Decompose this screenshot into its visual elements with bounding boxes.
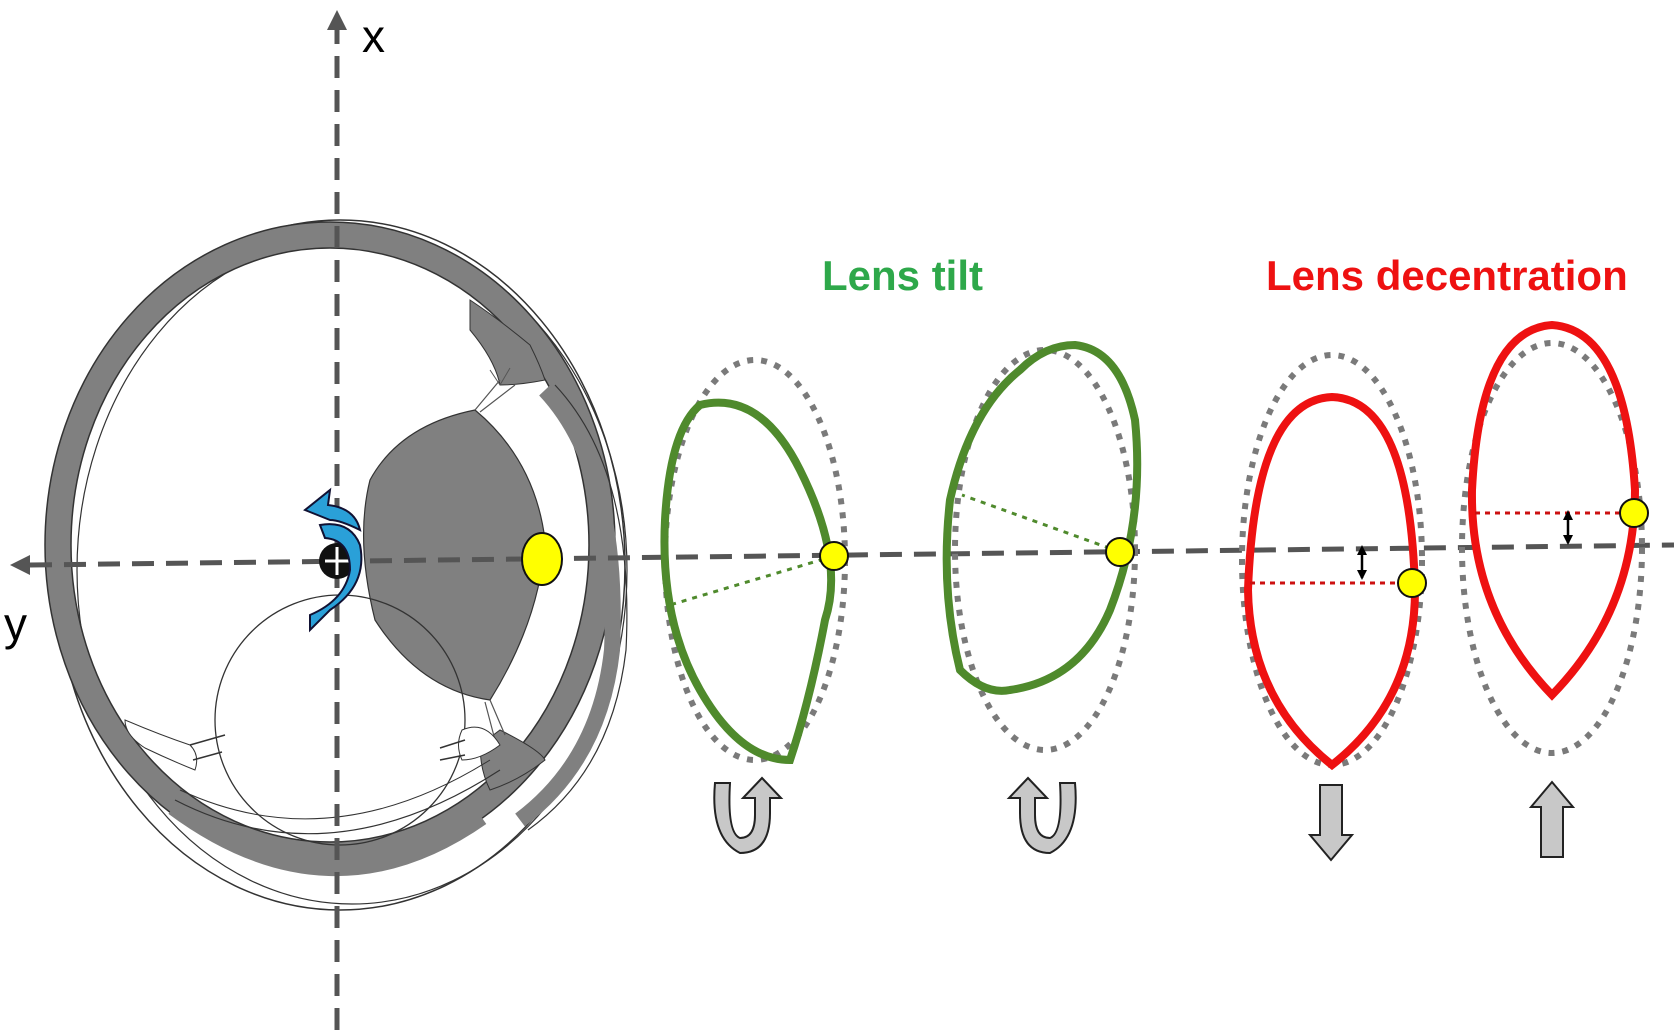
y-axis <box>10 542 1674 575</box>
tilt-lens-2 <box>942 340 1142 753</box>
tilt-lens-1 <box>660 357 849 765</box>
decentration-lens-2 <box>1459 320 1649 756</box>
y-axis-arrowhead <box>10 555 30 575</box>
x-axis <box>327 10 347 1030</box>
tilt-marker <box>1105 537 1135 567</box>
tilted-lens-outline <box>942 340 1142 695</box>
tilt-dotted-line <box>961 493 1121 554</box>
lens-decentration-title: Lens decentration <box>1266 252 1628 299</box>
tilt-dotted-line <box>669 554 835 607</box>
eye-marker <box>521 532 563 586</box>
eye-globe <box>44 219 628 911</box>
tilted-lens-outline <box>660 398 836 765</box>
u-turn-arrow-icon <box>1006 776 1077 855</box>
down-arrow-icon <box>1307 784 1355 862</box>
decentered-lens-outline <box>1467 320 1640 701</box>
curved-rotation-arrow-icon <box>303 487 363 633</box>
u-turn-arrow-icon <box>713 776 784 855</box>
decentration-lens-1 <box>1239 352 1427 771</box>
x-axis-label: x <box>362 10 385 62</box>
x-axis-arrowhead <box>327 10 347 30</box>
tilt-marker <box>819 541 849 571</box>
reference-ellipse <box>1459 340 1645 756</box>
reference-ellipse <box>1239 352 1425 768</box>
up-arrow-icon <box>1528 780 1576 858</box>
decentration-marker <box>1397 568 1427 598</box>
ciliary-body-upper <box>469 299 546 386</box>
lens-tilt-title: Lens tilt <box>822 252 983 299</box>
y-axis-label: y <box>4 598 27 650</box>
decentration-marker <box>1619 498 1649 528</box>
crystalline-lens <box>362 409 546 701</box>
decentered-lens-outline <box>1243 392 1420 771</box>
reference-ellipse <box>952 347 1138 753</box>
